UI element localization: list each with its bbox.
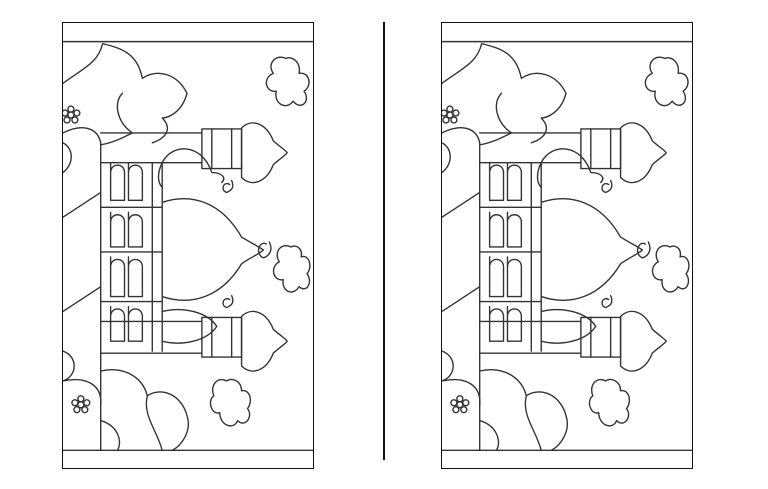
central-dome [530, 148, 644, 352]
minaret-bottom [100, 310, 288, 372]
flower-icon [71, 395, 91, 414]
panel-divider [383, 22, 385, 460]
flower-icon [450, 395, 470, 414]
cloud-icon [588, 378, 631, 427]
tree-left-edge [63, 142, 72, 174]
central-dome [151, 148, 265, 352]
crescent-icon [601, 294, 613, 309]
crescent-icon [222, 294, 234, 309]
minaret-bottom [479, 310, 667, 372]
window-arches [479, 161, 542, 342]
cloud-icon [265, 56, 310, 107]
crescent-icon [257, 241, 272, 259]
minaret-top [479, 122, 667, 184]
mosque-coloring-drawing-right [442, 40, 692, 452]
right-picture-panel[interactable] [441, 22, 693, 469]
crescent-icon [636, 241, 651, 259]
mosque-coloring-drawing-left [63, 40, 313, 452]
cloud-icon [644, 56, 689, 107]
tree-left-edge [442, 142, 451, 174]
trees-bottom [63, 350, 189, 452]
cloud-icon [651, 245, 690, 293]
crescent-icon [601, 179, 613, 194]
fence-lines [442, 191, 481, 313]
left-picture-panel[interactable] [62, 22, 314, 469]
window-arches [100, 161, 163, 342]
cloud-icon [209, 378, 252, 427]
minaret-top [100, 122, 288, 184]
flower-icon [442, 105, 460, 124]
cloud-icon [272, 245, 311, 293]
trees-top [63, 42, 188, 146]
trees-bottom [442, 350, 568, 452]
trees-top [442, 42, 567, 146]
fence-lines [63, 191, 102, 313]
flower-icon [63, 105, 81, 124]
crescent-icon [222, 179, 234, 194]
